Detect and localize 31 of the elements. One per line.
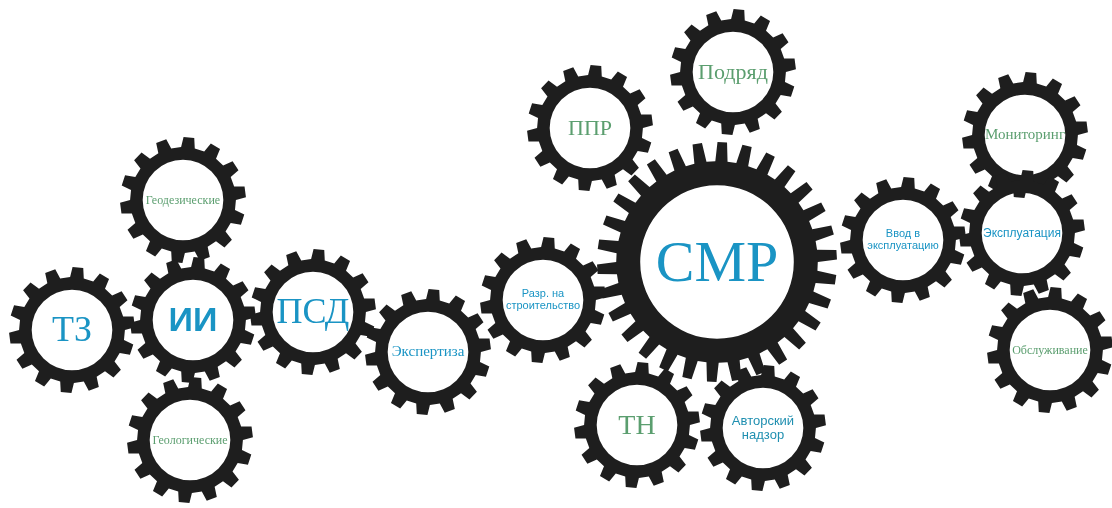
gear: [130, 257, 256, 383]
gear-label: Эксплуатация: [983, 226, 1061, 240]
gear-label: Экспертиза: [391, 344, 465, 360]
gear: [9, 267, 135, 393]
gear: [250, 249, 376, 375]
gear: [527, 65, 653, 191]
gear-label: Геологические: [152, 433, 228, 447]
gear: [987, 287, 1112, 413]
gear: [700, 365, 826, 491]
gear: [574, 362, 700, 488]
gear: [597, 142, 837, 382]
gear: [840, 177, 966, 303]
gear-label: Мониторинг: [984, 127, 1066, 143]
gear-label: ТН: [618, 410, 656, 440]
gear-label: ИИ: [168, 302, 218, 338]
gear: [120, 137, 246, 263]
gear-label: СМР: [655, 231, 779, 293]
gear: [670, 9, 796, 135]
gear-label: ТЗ: [52, 311, 92, 349]
gear: [365, 289, 491, 415]
gear-label: Ввод в эксплуатацию: [867, 228, 939, 252]
gear-label: Авторский надзор: [731, 414, 795, 442]
gear-label: Геодезические: [145, 193, 221, 207]
gear-label: Разр. на строительство: [505, 288, 581, 312]
gear: [127, 377, 253, 503]
gear: [480, 237, 606, 363]
gear: [959, 170, 1085, 296]
gear-label: ПСД: [276, 293, 350, 331]
gear-label: Подряд: [698, 60, 768, 84]
gear-label: ППР: [568, 116, 612, 140]
gear-label: Обслуживание: [1012, 343, 1088, 357]
